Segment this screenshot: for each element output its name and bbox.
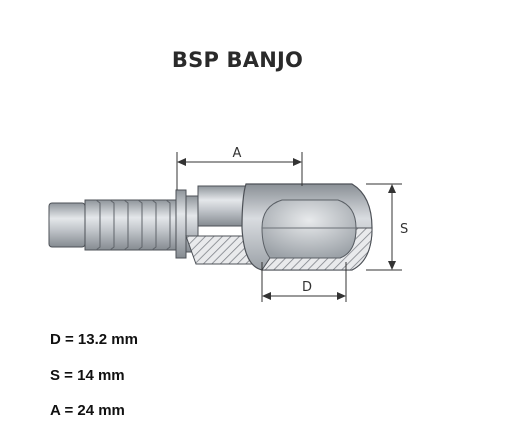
spec-s-value: S = 14 mm (50, 367, 125, 384)
dimension-a (176, 152, 303, 190)
dimension-a-label: A (233, 146, 242, 161)
page-title: BSP BANJO (171, 48, 304, 72)
hose-tail (48, 189, 199, 259)
spec-a-value: A = 24 mm (50, 402, 125, 419)
dimension-s (366, 183, 402, 271)
dimension-s-label: S (400, 222, 408, 237)
dimension-d (261, 262, 347, 302)
barb-ridges (95, 199, 171, 251)
spec-d-value: D = 13.2 mm (50, 331, 138, 348)
dimension-d-label: D (302, 280, 312, 295)
banjo-eye (241, 183, 373, 271)
